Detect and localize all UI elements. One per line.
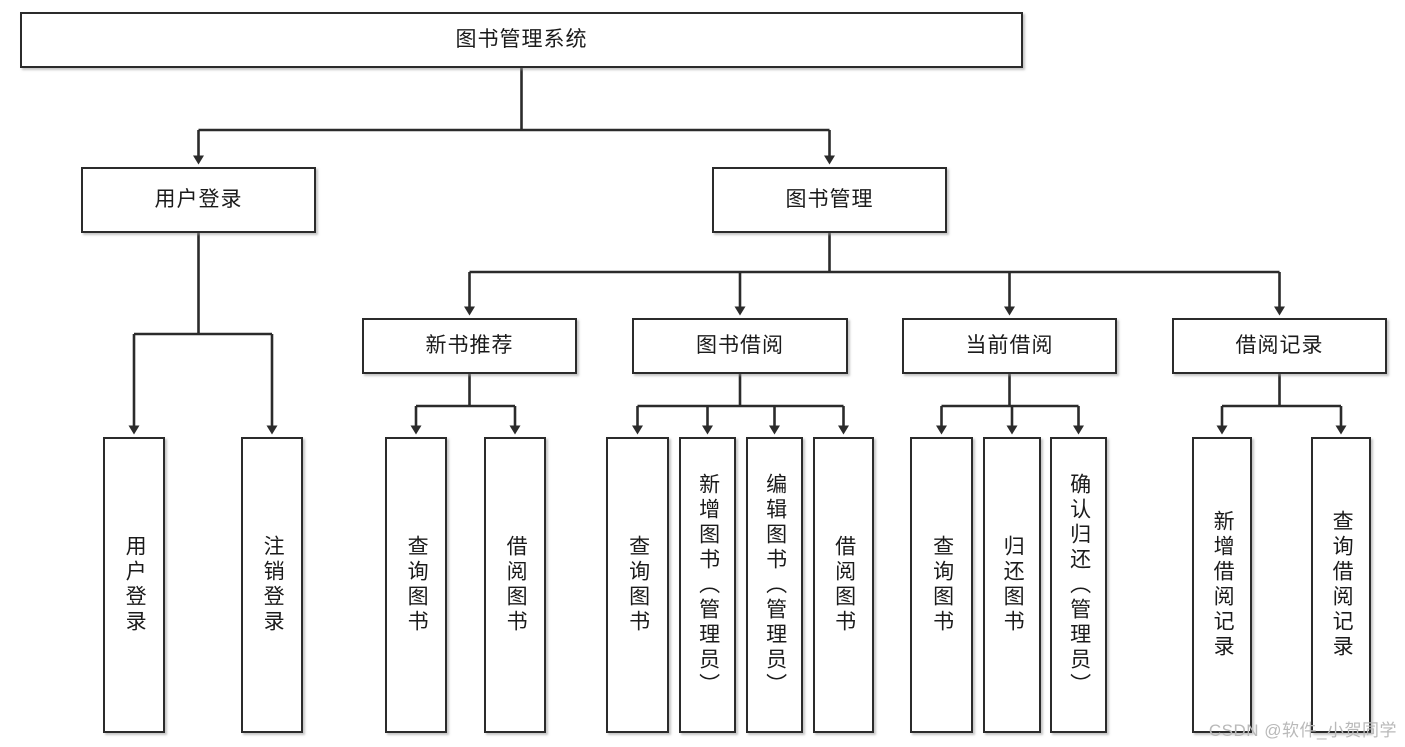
node-leaf-borrow-4[interactable]: 借阅图书 [813,437,874,733]
node-label: 借阅记录 [1235,333,1324,357]
node-label: 借阅图书 [504,535,528,635]
node-label: 查询图书 [405,535,429,635]
node-records[interactable]: 借阅记录 [1172,318,1387,374]
node-label: 查询借阅记录 [1330,510,1354,660]
node-leaf-rec-2[interactable]: 查询借阅记录 [1311,437,1371,733]
node-label: 查询图书 [930,535,954,635]
node-leaf-new-2[interactable]: 借阅图书 [484,437,546,733]
node-label: 图书管理 [785,187,874,211]
node-leaf-borrow-3[interactable]: 编辑图书（管理员） [746,437,803,733]
node-label: 用户登录 [123,535,147,635]
node-login[interactable]: 用户登录 [81,167,316,233]
node-label: 新增图书（管理员） [696,472,720,698]
node-label: 确认归还（管理员） [1067,472,1091,698]
node-leaf-cur-1[interactable]: 查询图书 [910,437,973,733]
node-label: 注销登录 [261,535,285,635]
node-leaf-cur-3[interactable]: 确认归还（管理员） [1050,437,1107,733]
node-label: 新书推荐 [425,333,514,357]
node-label: 当前借阅 [965,333,1054,357]
node-leaf-borrow-1[interactable]: 查询图书 [606,437,669,733]
node-leaf-borrow-2[interactable]: 新增图书（管理员） [679,437,736,733]
node-label: 图书管理系统 [455,27,588,51]
node-label: 编辑图书（管理员） [763,472,787,698]
node-current[interactable]: 当前借阅 [902,318,1117,374]
node-label: 查询图书 [626,535,650,635]
node-label: 借阅图书 [832,535,856,635]
node-leaf-login-1[interactable]: 用户登录 [103,437,165,733]
node-borrow[interactable]: 图书借阅 [632,318,848,374]
node-leaf-cur-2[interactable]: 归还图书 [983,437,1041,733]
node-leaf-login-2[interactable]: 注销登录 [241,437,303,733]
node-newbook[interactable]: 新书推荐 [362,318,577,374]
node-label: 图书借阅 [696,333,784,357]
node-label: 新增借阅记录 [1211,510,1235,660]
node-leaf-rec-1[interactable]: 新增借阅记录 [1192,437,1252,733]
node-root[interactable]: 图书管理系统 [20,12,1023,68]
node-leaf-new-1[interactable]: 查询图书 [385,437,447,733]
node-bookmgmt[interactable]: 图书管理 [712,167,947,233]
node-label: 用户登录 [154,187,243,211]
node-label: 归还图书 [1001,535,1025,635]
